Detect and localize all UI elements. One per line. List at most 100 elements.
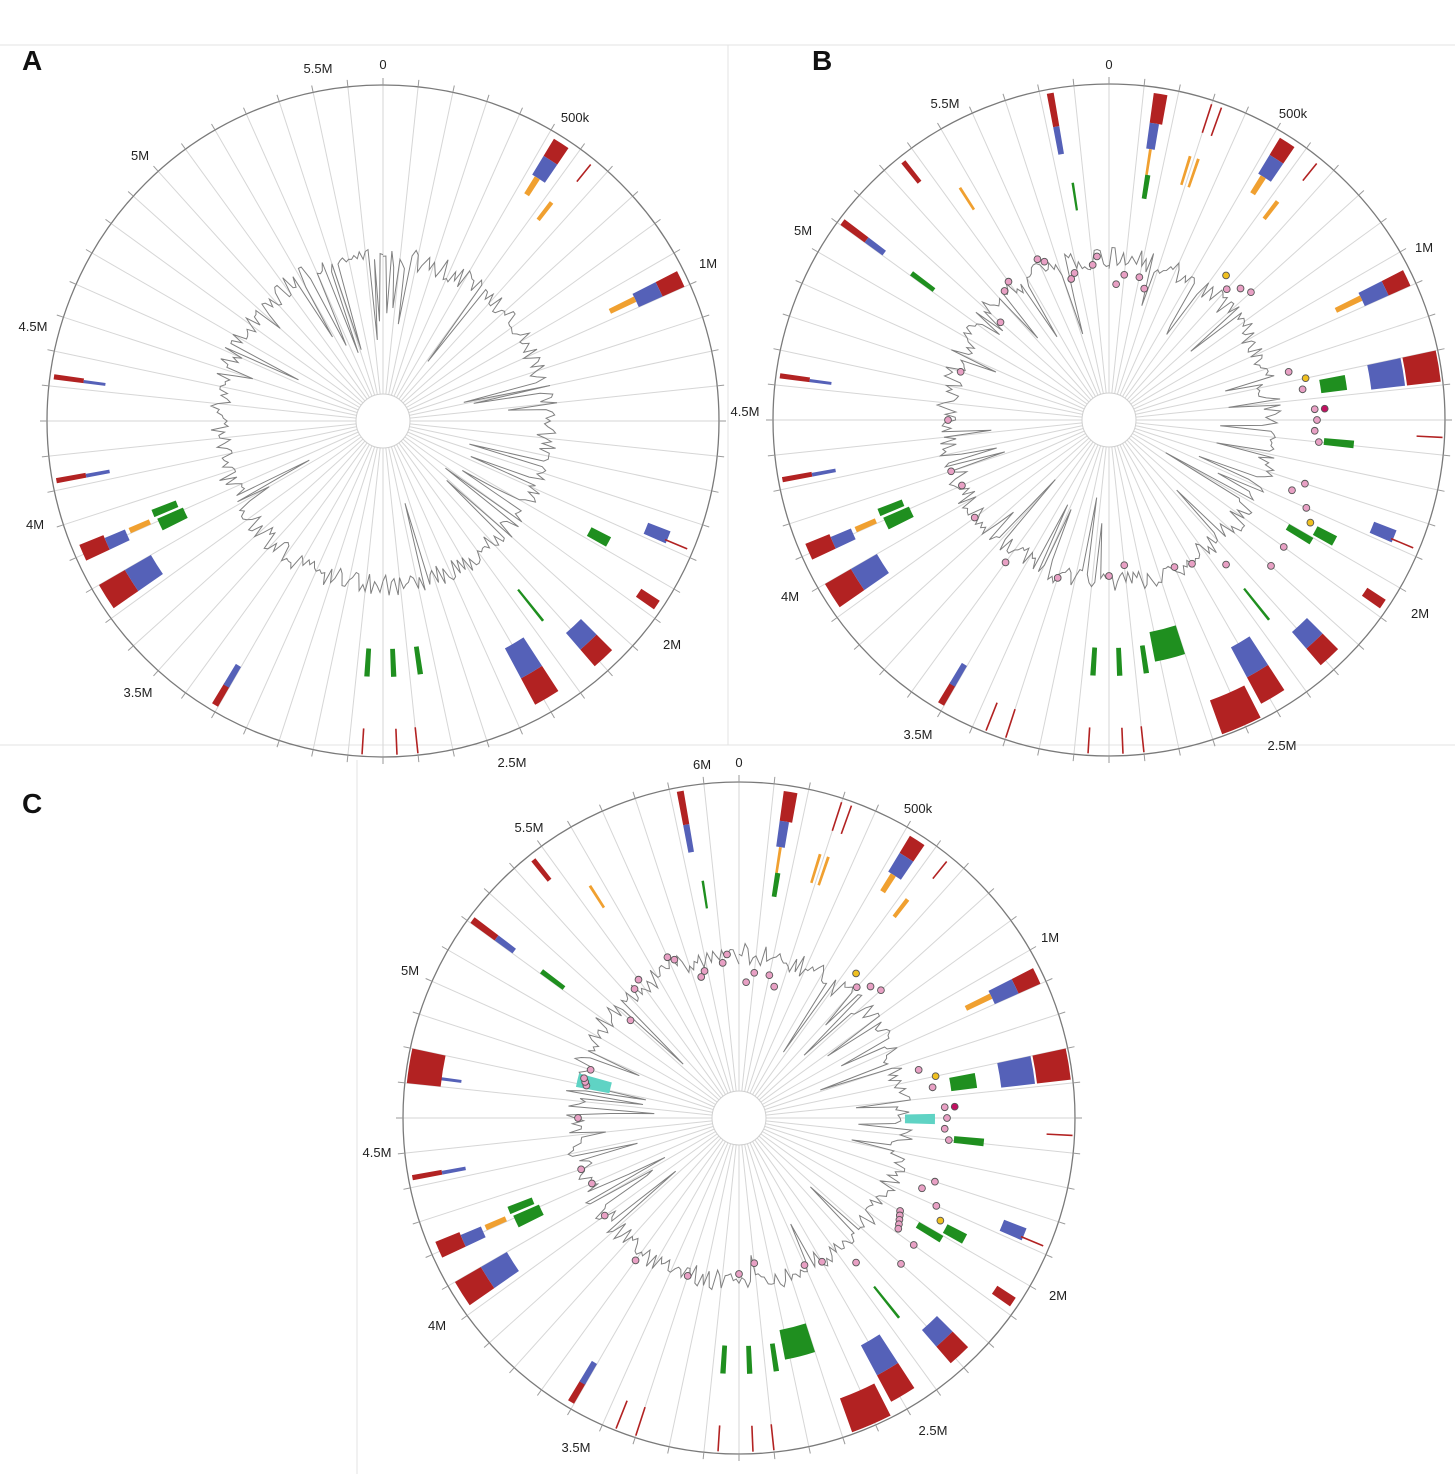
marker-dot	[697, 973, 706, 981]
marker-dot	[1313, 416, 1321, 424]
marker-dot	[928, 1083, 937, 1092]
grid-spoke	[883, 439, 1092, 671]
outer-tick	[875, 1424, 879, 1432]
mobile-element-block	[776, 820, 790, 848]
grid-spoke	[765, 1047, 1068, 1113]
outer-tick	[782, 523, 790, 527]
marker-dot	[1135, 273, 1144, 282]
green-track-segment	[746, 1345, 753, 1374]
genomic-island-block	[1269, 137, 1295, 164]
grid-spoke	[157, 440, 366, 672]
grid-spoke	[1114, 91, 1180, 394]
outer-tick	[969, 726, 973, 734]
outer-tick	[85, 249, 93, 254]
coordinate-label: 4.5M	[731, 404, 760, 419]
outer-tick	[1306, 142, 1312, 149]
marker-dot	[996, 318, 1005, 327]
grid-spoke	[398, 442, 581, 694]
outer-tick	[1010, 1315, 1017, 1321]
outer-tick	[1029, 1285, 1037, 1290]
outer-tick	[831, 617, 838, 623]
grid-spoke	[408, 316, 703, 414]
marker-dot	[940, 1103, 949, 1112]
genomic-island-block	[1381, 270, 1411, 296]
marker-dot	[580, 1074, 588, 1083]
outer-tick	[717, 384, 725, 387]
outer-tick	[180, 143, 186, 150]
outer-tick	[550, 711, 555, 719]
outer-tick	[452, 749, 455, 757]
green-track-segment	[1285, 524, 1314, 545]
outer-tick	[773, 776, 776, 784]
marker-dot	[683, 1272, 692, 1280]
outer-tick	[808, 782, 811, 790]
outer-tick	[1428, 523, 1436, 527]
outer-tick	[483, 888, 490, 894]
orange-track-segment	[817, 856, 830, 886]
genomic-island-block	[1032, 1048, 1071, 1084]
genomic-island-line	[1121, 727, 1124, 754]
grid-spoke	[1119, 112, 1247, 396]
mobile-element-block	[683, 824, 694, 853]
outer-tick	[1245, 726, 1249, 734]
outer-tick	[1276, 122, 1281, 130]
orange-track-segment	[1187, 158, 1200, 188]
grid-spoke	[940, 128, 1096, 397]
outer-tick	[773, 1452, 776, 1460]
grid-spoke	[1135, 425, 1438, 491]
grid-spoke	[764, 1125, 1059, 1223]
coordinate-label: 5M	[131, 148, 149, 163]
mobile-element-block	[441, 1166, 466, 1175]
coordinate-label: 5.5M	[931, 96, 960, 111]
grid-spoke	[402, 438, 634, 647]
outer-tick	[1010, 915, 1017, 921]
mobile-element-block	[1053, 126, 1064, 155]
outer-tick	[452, 85, 455, 93]
genomic-island-line	[1390, 537, 1414, 549]
outer-tick	[536, 1389, 542, 1396]
outer-tick	[1443, 383, 1451, 386]
outer-tick	[509, 1367, 515, 1374]
grid-spoke	[789, 315, 1084, 413]
marker-dot	[1033, 255, 1042, 264]
outer-tick	[1178, 748, 1181, 756]
marker-dot	[909, 1241, 918, 1249]
mobile-element-block	[860, 1334, 899, 1376]
grid-spoke	[347, 86, 381, 395]
coordinate-label: 2.5M	[919, 1423, 948, 1438]
mobile-element-block	[480, 1252, 519, 1289]
marker-dot	[1284, 368, 1293, 376]
coordinate-label: 5M	[794, 223, 812, 238]
outer-tick	[808, 1446, 811, 1454]
marker-dot	[818, 1257, 826, 1266]
coordinate-label: 5M	[401, 963, 419, 978]
mobile-element-block	[811, 468, 836, 477]
marker-dot	[918, 1184, 926, 1193]
outer-tick	[937, 122, 942, 130]
coordinate-label: 2M	[1411, 606, 1429, 621]
marker-dot	[950, 1102, 959, 1111]
grid-spoke	[1116, 100, 1214, 395]
outer-tick	[988, 1342, 995, 1348]
grid-spoke	[400, 170, 609, 402]
coordinate-label: 0	[735, 755, 742, 770]
outer-tick	[127, 645, 134, 651]
grid-spoke	[466, 920, 718, 1103]
genomic-island-line	[395, 728, 398, 755]
green-track-segment	[507, 1197, 535, 1215]
grid-spoke	[744, 789, 810, 1092]
genomic-island-block	[1246, 664, 1285, 704]
grid-spoke	[752, 826, 908, 1095]
grid-spoke	[398, 148, 581, 400]
grid-spoke	[763, 980, 1047, 1108]
genomic-island-block	[779, 373, 811, 383]
marker-dot	[1070, 269, 1079, 277]
mobile-element-block	[949, 662, 967, 687]
grid-spoke	[409, 426, 712, 492]
grid-spoke	[393, 113, 521, 397]
green-track-segment	[1139, 645, 1150, 674]
green-track-segment	[1116, 647, 1123, 676]
green-track-segment	[1090, 647, 1098, 676]
mobile-element-block	[439, 1077, 462, 1083]
grid-spoke	[817, 433, 1086, 589]
